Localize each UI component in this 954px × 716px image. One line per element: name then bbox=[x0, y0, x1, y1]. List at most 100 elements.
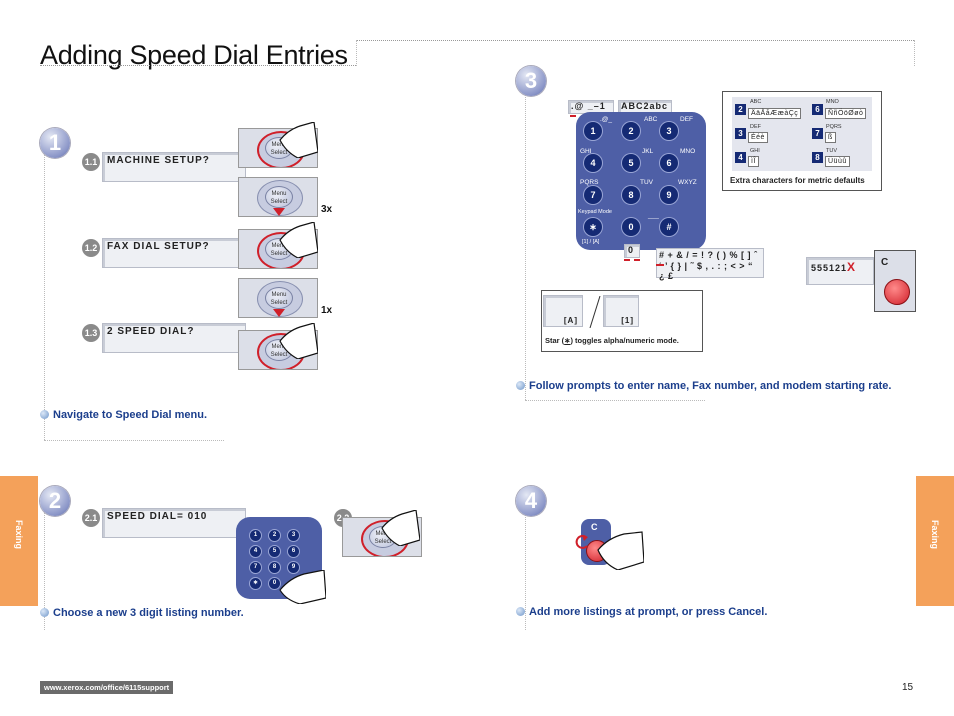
lcd-display-1-2: FAX DIAL SETUP? bbox=[102, 238, 246, 268]
alpha-display: [A] bbox=[543, 295, 583, 327]
side-tab-label-right: Faxing bbox=[930, 520, 940, 550]
key-5[interactable]: 5 bbox=[622, 154, 640, 172]
button-label-menu: Menu bbox=[375, 531, 391, 537]
lcd-display-2-1: SPEED DIAL= 010 bbox=[102, 508, 246, 538]
header-divider bbox=[356, 40, 357, 66]
toggle-box bbox=[541, 290, 703, 352]
step1-guide bbox=[44, 140, 45, 440]
mode-hint: [1] / [A] bbox=[582, 239, 600, 245]
step-2-caption: Choose a new 3 digit listing number. bbox=[40, 607, 244, 619]
page-number: 15 bbox=[902, 682, 914, 693]
key-1[interactable]: 1 bbox=[250, 530, 261, 541]
step-4-caption: Add more listings at prompt, or press Ca… bbox=[516, 606, 767, 618]
extra-characters-title: Extra characters for metric defaults bbox=[730, 176, 865, 185]
key-8[interactable]: 8 bbox=[269, 562, 280, 573]
keypad: .@_ ABC DEF 1 2 3 GHI JKL MNO 4 5 6 PQRS… bbox=[576, 112, 706, 250]
lcd-display-1-3: 2 SPEED DIAL? bbox=[102, 323, 246, 353]
extra-label-2: ABC bbox=[750, 99, 762, 105]
hand-pointer-icon bbox=[381, 510, 420, 546]
button-label-menu: Menu bbox=[271, 344, 287, 350]
key-star[interactable]: ∗ bbox=[584, 218, 602, 236]
step1-guide-bottom bbox=[44, 440, 224, 441]
hand-pointer-icon bbox=[279, 122, 318, 158]
key-1[interactable]: 1 bbox=[584, 122, 602, 140]
key-star[interactable]: ∗ bbox=[250, 578, 261, 589]
key-3[interactable]: 3 bbox=[288, 530, 299, 541]
key-label-2: ABC bbox=[644, 116, 658, 123]
key-0[interactable]: 0 bbox=[622, 218, 640, 236]
extra-key-6: 6 bbox=[812, 104, 823, 115]
star-toggle-note: Star (∗) toggles alpha/numeric mode. bbox=[545, 336, 679, 345]
space-hint: ___ bbox=[648, 212, 659, 219]
hand-pointer-icon bbox=[279, 323, 318, 359]
step-1-1-badge: 1.1 bbox=[82, 153, 100, 171]
button-label-select: Select bbox=[270, 251, 288, 257]
header-divider-right bbox=[914, 40, 915, 66]
side-tab-right: Faxing bbox=[916, 476, 954, 606]
key-4[interactable]: 4 bbox=[584, 154, 602, 172]
clear-button-panel: C bbox=[874, 250, 916, 312]
key-2[interactable]: 2 bbox=[269, 530, 280, 541]
key-9[interactable]: 9 bbox=[660, 186, 678, 204]
button-label-menu: Menu bbox=[271, 191, 287, 197]
cancel-label: C bbox=[591, 522, 598, 532]
side-tab-left: Faxing bbox=[0, 476, 38, 606]
key-label-4: GHI bbox=[580, 148, 592, 155]
step-1-2-badge: 1.2 bbox=[82, 239, 100, 257]
symbols-line-1: # + & / = ! ? ( ) % [ ] ˆ bbox=[659, 250, 758, 260]
key-5[interactable]: 5 bbox=[269, 546, 280, 557]
support-url[interactable]: www.xerox.com/office/6115support bbox=[40, 681, 174, 694]
button-label-select: Select bbox=[270, 300, 288, 306]
extra-chars-2: ÄäÅåÆæàÇç bbox=[748, 108, 802, 119]
hand-pointer-icon bbox=[597, 531, 644, 570]
extra-key-3: 3 bbox=[735, 128, 746, 139]
key-4[interactable]: 4 bbox=[250, 546, 261, 557]
bullet-icon bbox=[516, 381, 525, 390]
title-underline bbox=[40, 65, 356, 66]
key-label-3: DEF bbox=[680, 116, 693, 123]
key-8[interactable]: 8 bbox=[622, 186, 640, 204]
step2-guide bbox=[44, 510, 45, 630]
header-dotted-rule bbox=[356, 40, 914, 41]
key-label-5: JKL bbox=[642, 148, 654, 155]
key-2[interactable]: 2 bbox=[622, 122, 640, 140]
step3-guide bbox=[525, 90, 526, 400]
step-1-3-badge: 1.3 bbox=[82, 324, 100, 342]
key-3[interactable]: 3 bbox=[660, 122, 678, 140]
repeat-count-3x: 3x bbox=[321, 204, 333, 215]
page-title: Adding Speed Dial Entries bbox=[40, 40, 348, 70]
key-label-8: TUV bbox=[640, 179, 653, 186]
down-arrow-icon bbox=[273, 208, 285, 216]
extra-chars-3: Ééè bbox=[748, 132, 768, 143]
toggle-slash bbox=[589, 296, 601, 328]
hand-pointer-icon bbox=[279, 570, 326, 604]
button-label-select: Select bbox=[374, 539, 392, 545]
extra-chars-4: ìÎ bbox=[748, 156, 759, 167]
extra-label-8: TUV bbox=[826, 148, 837, 154]
key-label-6: MNO bbox=[680, 148, 696, 155]
clear-cancel-button[interactable] bbox=[884, 279, 910, 305]
step-4-number: 4 bbox=[516, 486, 546, 516]
extra-key-8: 8 bbox=[812, 152, 823, 163]
step-2-1-badge: 2.1 bbox=[82, 509, 100, 527]
step4-guide bbox=[525, 510, 526, 630]
key-6[interactable]: 6 bbox=[288, 546, 299, 557]
extra-key-7: 7 bbox=[812, 128, 823, 139]
key-0[interactable]: 0 bbox=[269, 578, 280, 589]
key-6[interactable]: 6 bbox=[660, 154, 678, 172]
step-3-caption: Follow prompts to enter name, Fax number… bbox=[516, 380, 891, 392]
rotate-arrow-icon bbox=[575, 534, 588, 549]
keypad-mode-label: Keypad Mode bbox=[578, 209, 612, 215]
step-3-number: 3 bbox=[516, 66, 546, 96]
key-7[interactable]: 7 bbox=[584, 186, 602, 204]
step3-guide-bottom bbox=[525, 400, 705, 401]
key-hash[interactable]: # bbox=[660, 218, 678, 236]
key-9[interactable]: 9 bbox=[288, 562, 299, 573]
key-7[interactable]: 7 bbox=[250, 562, 261, 573]
button-label-menu: Menu bbox=[271, 292, 287, 298]
